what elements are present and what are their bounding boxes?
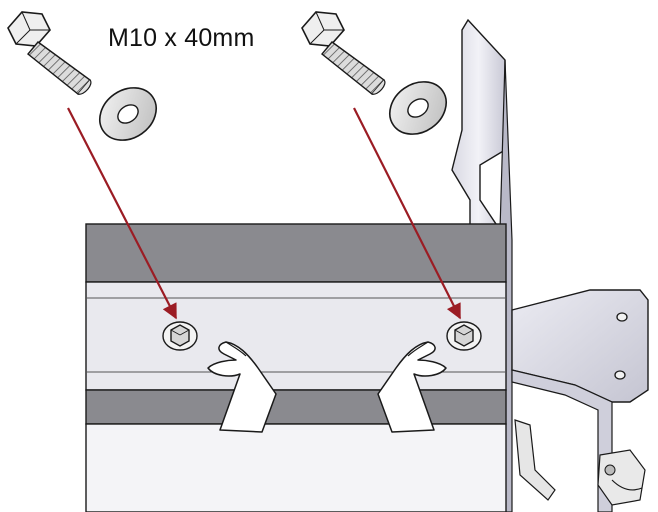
bolt-icon [7, 11, 92, 95]
bracket-hole-top [616, 312, 628, 322]
hex-nut-icon [162, 321, 198, 351]
bracket-hole-bottom [614, 370, 626, 380]
washer-icon [389, 81, 447, 135]
mounting-bracket [511, 289, 649, 512]
hex-nut-icon [446, 321, 482, 351]
arrow-icon [353, 107, 461, 320]
hand-icon [207, 341, 277, 433]
arrow-icon [67, 107, 177, 320]
mounting-rail [85, 223, 507, 512]
hand-icon [377, 341, 447, 433]
fastener-spec-label: M10 x 40mm [108, 24, 255, 52]
bolt-icon [301, 11, 386, 95]
washer-icon [99, 87, 157, 141]
